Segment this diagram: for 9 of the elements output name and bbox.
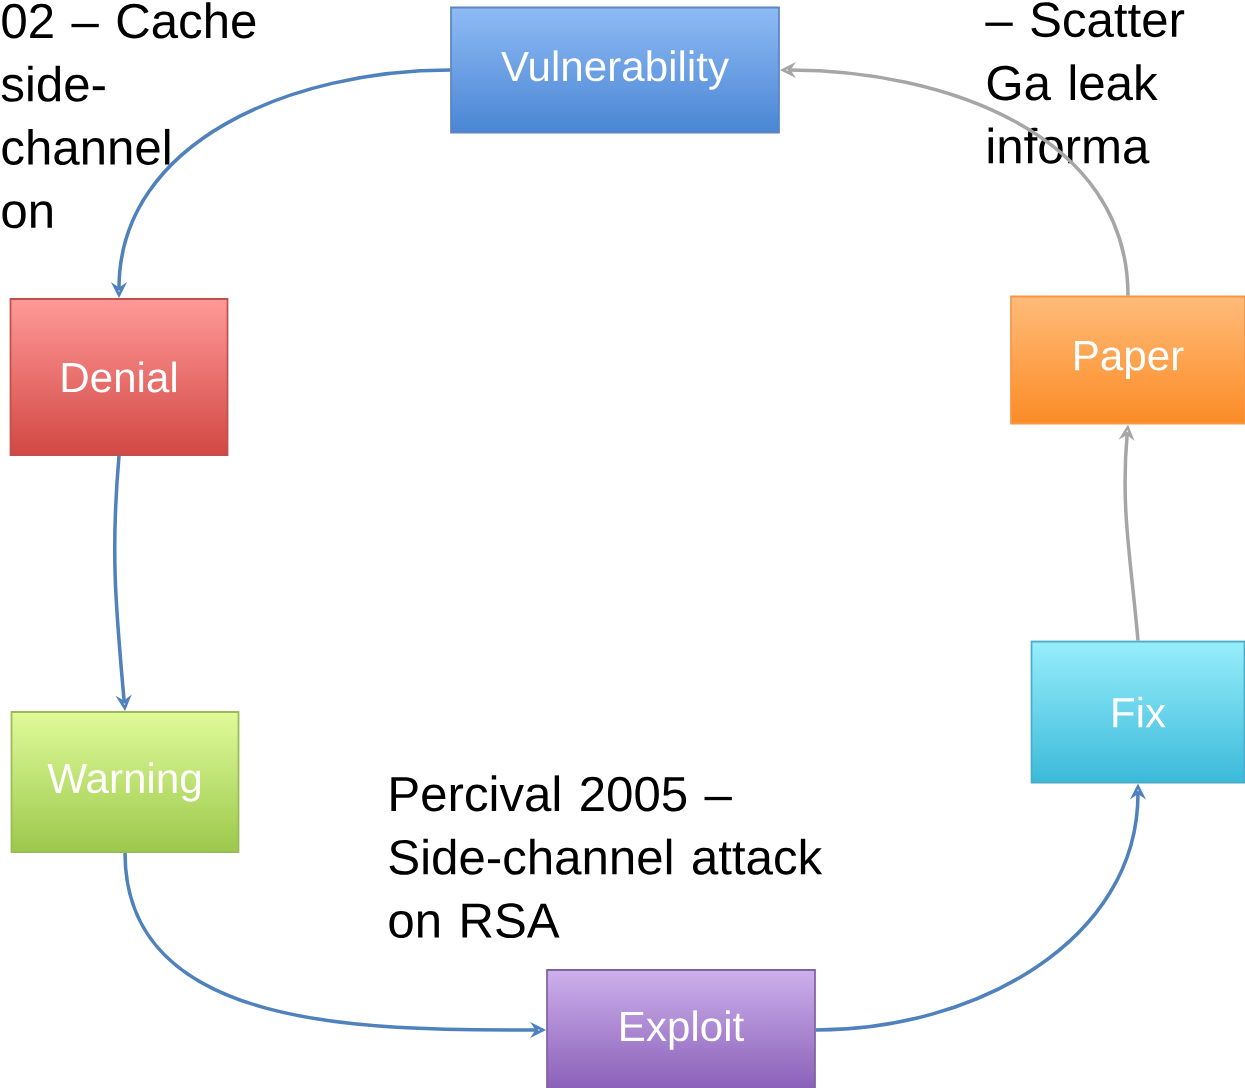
note-text: 02 – Cache side-channel on [1, 2, 256, 229]
note-text: – Scatter Ga leak informa [985, 2, 1185, 164]
process-box: Denial [9, 298, 229, 456]
process-box: Exploit [546, 969, 816, 1088]
process-box: Fix [1030, 640, 1245, 784]
caption-text: Percival 2005 – Side-channel attack on RSA [389, 775, 823, 938]
process-box: Warning [10, 711, 240, 853]
process-box: Paper [1010, 295, 1245, 425]
process-box: Vulnerability [450, 6, 780, 134]
